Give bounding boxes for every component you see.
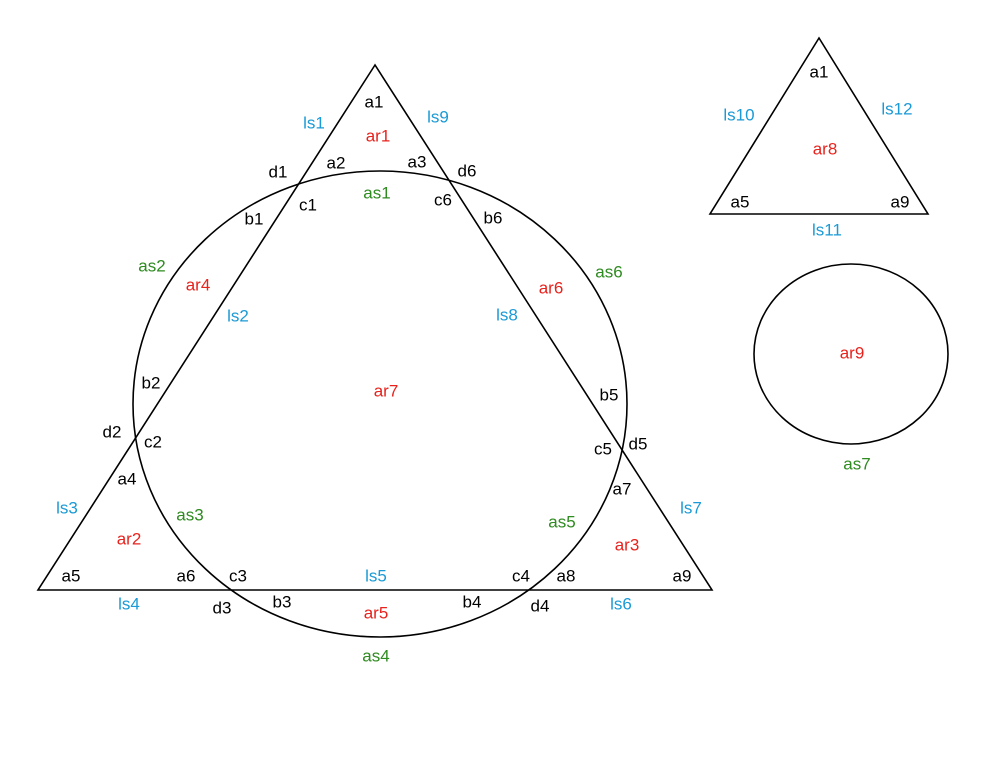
angle-label-a8: a8	[557, 566, 576, 585]
angle-label-a6: a6	[177, 566, 196, 585]
segment-label-ls5: ls5	[365, 566, 387, 585]
arc-label-as2: as2	[138, 256, 165, 275]
point-label-b4: b4	[463, 592, 482, 611]
segment-label-ls7: ls7	[680, 498, 702, 517]
small-angle-label-a9: a9	[891, 192, 910, 211]
angle-label-a7: a7	[613, 479, 632, 498]
point-label-c3: c3	[229, 566, 247, 585]
area-label-ar5: ar5	[364, 603, 389, 622]
area-label-ar7: ar7	[374, 381, 399, 400]
point-label-d1: d1	[269, 162, 288, 181]
arc-label-as1: as1	[363, 183, 390, 202]
point-label-b3: b3	[273, 592, 292, 611]
point-label-c4: c4	[512, 566, 530, 585]
segment-label-ls3: ls3	[56, 498, 78, 517]
small-segment-label-ls11: ls11	[812, 220, 842, 239]
small-area-label-ar8: ar8	[813, 139, 838, 158]
small-angle-label-a1: a1	[810, 62, 829, 81]
arc-label-as5: as5	[548, 512, 575, 531]
small-segment-label-ls10: ls10	[723, 105, 754, 124]
circle-arc-label-as7: as7	[843, 454, 870, 473]
main-figure: a1 a2 a3 a4 a5 a6 a7 a8 a9 b1 b2 b3 b4 b…	[36, 63, 714, 665]
point-label-d5: d5	[629, 434, 648, 453]
main-triangle	[36, 63, 714, 591]
point-label-d3: d3	[213, 598, 232, 617]
point-label-d2: d2	[103, 422, 122, 441]
arc-label-as3: as3	[176, 505, 203, 524]
angle-label-a9: a9	[673, 566, 692, 585]
segment-label-ls6: ls6	[610, 594, 632, 613]
area-label-ar3: ar3	[615, 535, 640, 554]
arc-label-as6: as6	[595, 262, 622, 281]
arc-label-as4: as4	[362, 646, 389, 665]
area-label-ar4: ar4	[186, 275, 211, 294]
point-label-d4: d4	[531, 596, 550, 615]
area-label-ar6: ar6	[539, 278, 564, 297]
angle-label-a2: a2	[327, 153, 346, 172]
segment-label-ls8: ls8	[496, 305, 518, 324]
small-angle-label-a5: a5	[731, 192, 750, 211]
segment-label-ls4: ls4	[118, 594, 140, 613]
angle-label-a5: a5	[62, 566, 81, 585]
point-label-b5: b5	[600, 385, 619, 404]
segment-label-ls9: ls9	[427, 107, 449, 126]
main-circle	[132, 170, 628, 638]
point-label-b1: b1	[245, 209, 264, 228]
point-label-c6: c6	[434, 190, 452, 209]
angle-label-a1: a1	[365, 92, 384, 111]
area-label-ar2: ar2	[117, 529, 142, 548]
point-label-c5: c5	[594, 439, 612, 458]
point-label-b2: b2	[142, 373, 161, 392]
point-label-c2: c2	[144, 432, 162, 451]
small-circle-figure: ar9 as7	[753, 263, 949, 473]
point-label-b6: b6	[484, 208, 503, 227]
angle-label-a3: a3	[408, 152, 427, 171]
segment-label-ls1: ls1	[303, 113, 325, 132]
small-segment-label-ls12: ls12	[881, 99, 912, 118]
area-label-ar1: ar1	[366, 126, 391, 145]
small-triangle	[708, 36, 930, 215]
point-label-d6: d6	[458, 161, 477, 180]
small-circle	[753, 263, 949, 445]
point-label-c1: c1	[299, 195, 317, 214]
circle-area-label-ar9: ar9	[840, 343, 865, 362]
small-triangle-figure: a1 a5 a9 ls10 ls11 ls12 ar8	[708, 36, 930, 239]
segment-label-ls2: ls2	[227, 306, 249, 325]
angle-label-a4: a4	[118, 469, 137, 488]
